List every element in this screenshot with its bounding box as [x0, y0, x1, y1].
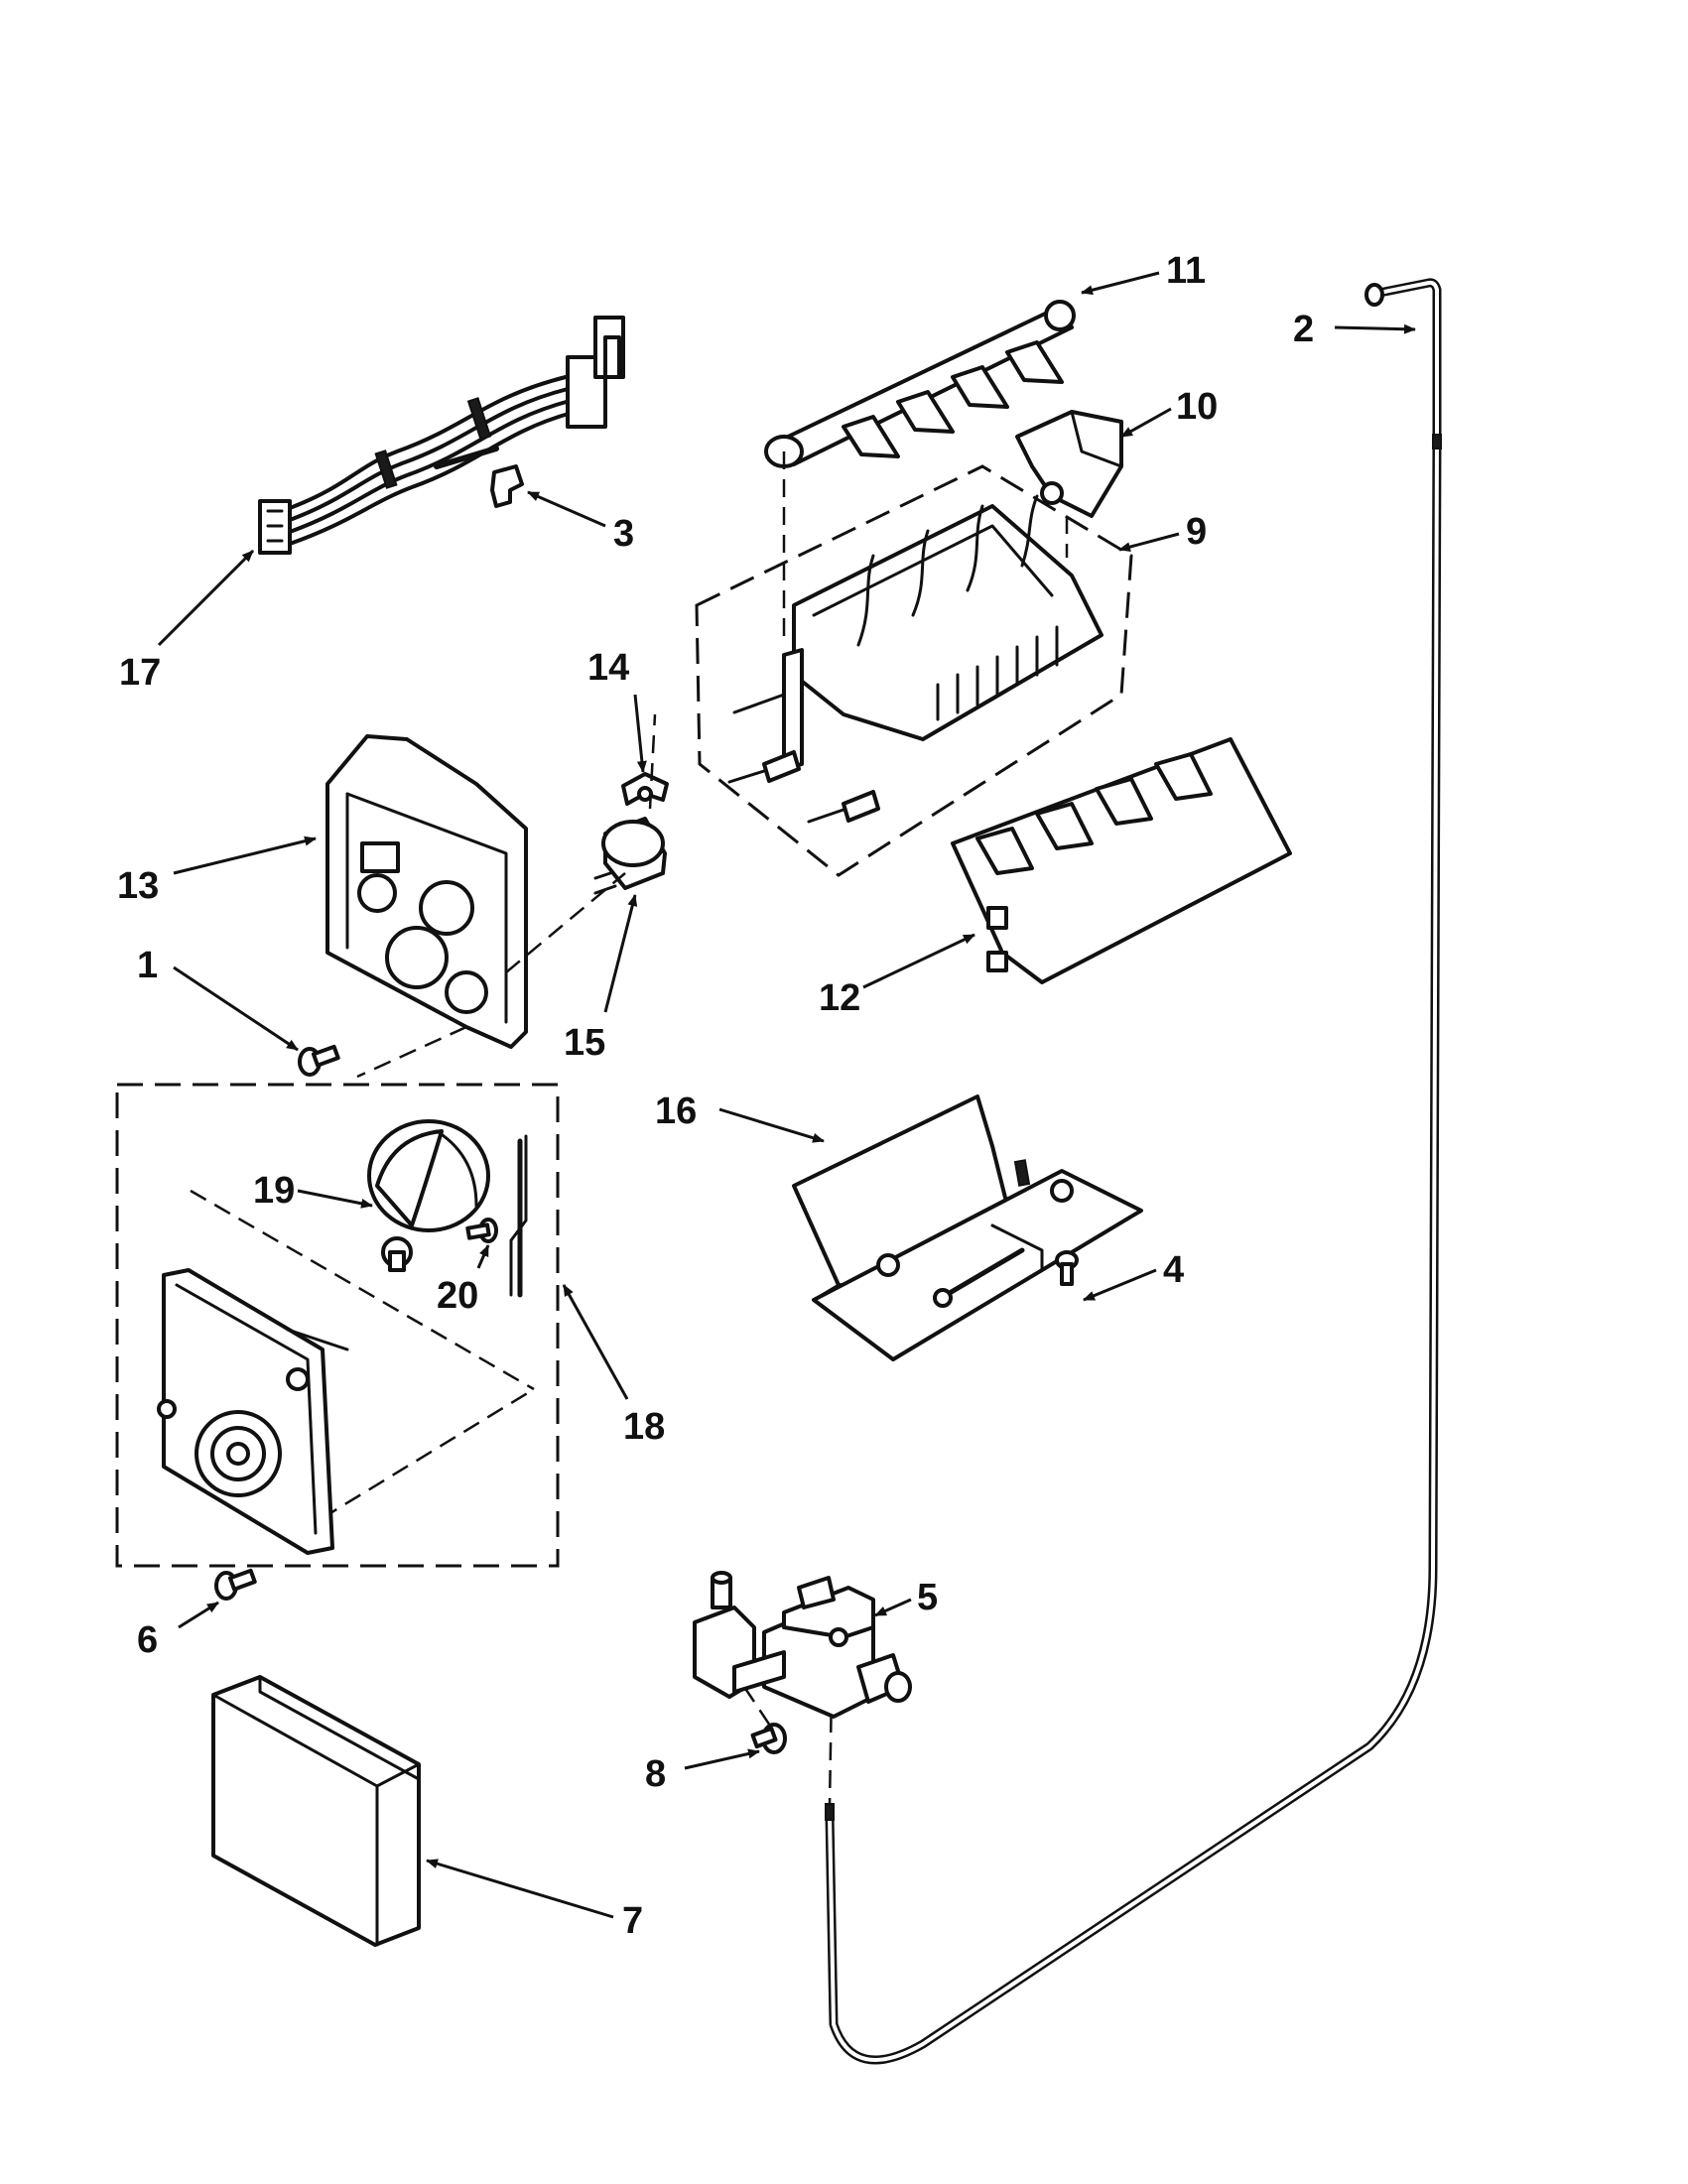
- part-stripper: [951, 737, 1292, 984]
- callout-19: 19: [253, 1170, 295, 1212]
- part-screw-6: [214, 1568, 257, 1601]
- part-wire-harness: [258, 316, 625, 555]
- part-motor: [367, 1119, 528, 1298]
- part-ejector: [764, 300, 1076, 468]
- part-screw-8: [750, 1723, 787, 1754]
- part-thermostat-clip: [621, 772, 669, 806]
- part-front-cover: [211, 1675, 421, 1947]
- callout-13: 13: [117, 865, 159, 907]
- part-harness-clip: [490, 464, 524, 508]
- callout-6: 6: [137, 1619, 158, 1661]
- callout-11: 11: [1166, 250, 1206, 292]
- callout-7: 7: [622, 1900, 643, 1942]
- part-ice-mold: [695, 464, 1133, 877]
- callout-16: 16: [655, 1091, 697, 1132]
- callout-10: 10: [1176, 386, 1218, 428]
- callout-8: 8: [645, 1753, 666, 1795]
- callout-12: 12: [819, 977, 860, 1019]
- part-ice-bin: [792, 1094, 1143, 1361]
- callout-3: 3: [613, 513, 634, 555]
- callout-2: 2: [1293, 309, 1314, 350]
- callout-20: 20: [437, 1275, 478, 1317]
- part-thermostat: [593, 817, 667, 895]
- part-water-tube: [825, 278, 1442, 2065]
- callout-1: 1: [137, 945, 158, 986]
- callout-4: 4: [1163, 1249, 1184, 1291]
- callout-5: 5: [917, 1577, 938, 1618]
- part-motor-assembly: [115, 1083, 560, 1568]
- part-screw-4: [1055, 1250, 1079, 1286]
- part-screw-1: [298, 1044, 340, 1077]
- part-control-housing: [325, 734, 528, 1049]
- callout-17: 17: [119, 652, 161, 694]
- part-fill-cup: [1015, 410, 1123, 518]
- callout-14: 14: [587, 647, 629, 689]
- callout-18: 18: [623, 1406, 665, 1448]
- part-screw-20: [465, 1218, 498, 1243]
- callout-labels: 1 2 3 4 5 6 7 8 9 10 11 12 13 14 15 16 1…: [117, 250, 1314, 1942]
- leader-lines: [157, 271, 1416, 1919]
- part-water-valve: [693, 1571, 912, 1719]
- callout-9: 9: [1186, 511, 1207, 553]
- callout-15: 15: [564, 1022, 605, 1064]
